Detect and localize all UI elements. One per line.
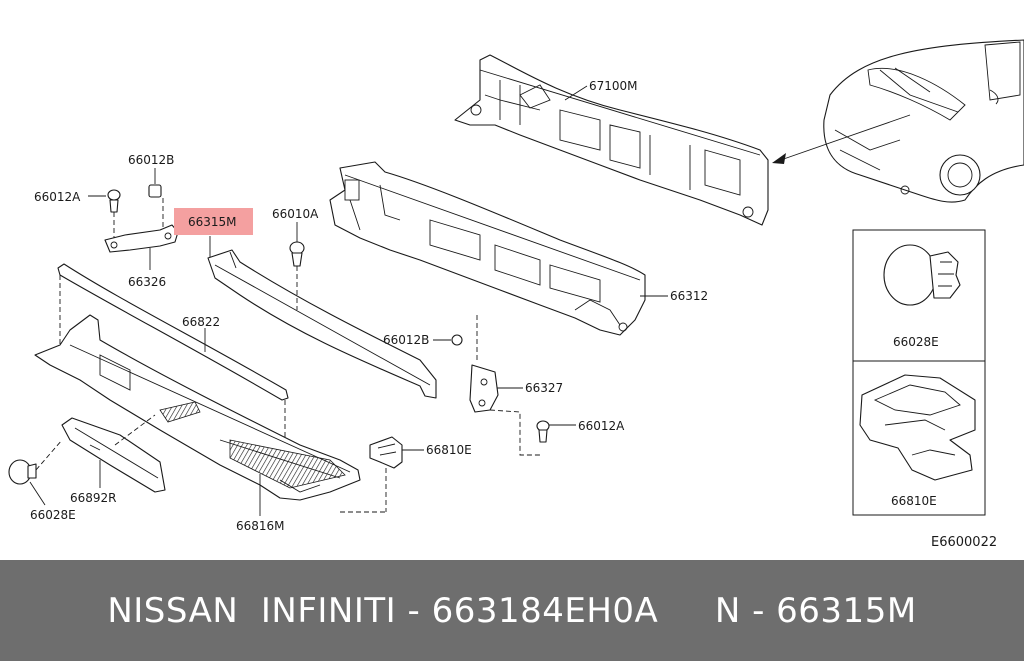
dash-66028E: [35, 439, 63, 471]
label-66012A-top: 66012A: [34, 190, 81, 204]
part-66012B-clip-top: [148, 184, 162, 198]
label-66326: 66326: [128, 275, 166, 289]
part-66012B-clip-mid: [451, 334, 463, 346]
part-67100M-dash-panel: [454, 54, 769, 226]
label-67100M: 67100M: [589, 79, 638, 93]
footer-part-numbers: NISSAN INFINITI - 663184EH0A N - 66315M: [107, 590, 917, 631]
leader-67100M: [564, 85, 588, 101]
detail-label-66028E: 66028E: [893, 335, 939, 349]
label-66810E: 66810E: [426, 443, 472, 457]
vehicle-reference-sketch: [823, 39, 1024, 203]
part-66012A-clip-top: [107, 189, 121, 213]
part-66312-cowl-top: [329, 161, 646, 336]
dash-66327: [489, 409, 542, 456]
label-66892R: 66892R: [70, 491, 117, 505]
label-66012B-top: 66012B: [128, 153, 174, 167]
footer-bar: NISSAN INFINITI - 663184EH0A N - 66315M: [0, 560, 1024, 661]
label-66816M: 66816M: [236, 519, 285, 533]
detail-box-66028E: 66028E: [852, 229, 986, 362]
dash-66892R: [114, 414, 156, 446]
leader-66028E: [29, 481, 46, 506]
part-66010A-clip: [289, 241, 305, 267]
part-66892R-strip: [61, 417, 166, 493]
part-66028E-clip: [8, 459, 37, 485]
diagram-code: E6600022: [931, 535, 997, 550]
part-66810E-clip: [369, 436, 403, 469]
label-66312: 66312: [670, 289, 708, 303]
label-66315M: 66315M: [188, 215, 237, 229]
part-66822-seal: [57, 263, 289, 401]
part-66816M-cowl-grille: [34, 314, 361, 501]
part-66326-bracket: [104, 224, 179, 253]
label-66315M-highlight: [174, 208, 253, 235]
detail-label-66810E: 66810E: [891, 494, 937, 508]
part-66012A-clip-mid: [536, 420, 550, 443]
detail-box-66810E: 66810E: [852, 360, 986, 516]
vehicle-arrow-head: [772, 153, 786, 164]
parts-diagram: 67100M 66312 66012A 66012B 66326 66315M: [8, 39, 1024, 550]
label-66010A: 66010A: [272, 207, 319, 221]
label-66028E: 66028E: [30, 508, 76, 522]
vehicle-arrow-line: [774, 114, 911, 163]
label-66822: 66822: [182, 315, 220, 329]
label-66012A-mid: 66012A: [578, 419, 625, 433]
part-66315M-seal: [207, 249, 437, 399]
label-66327: 66327: [525, 381, 563, 395]
label-66012B-mid: 66012B: [383, 333, 429, 347]
part-66327-bracket: [469, 364, 499, 413]
